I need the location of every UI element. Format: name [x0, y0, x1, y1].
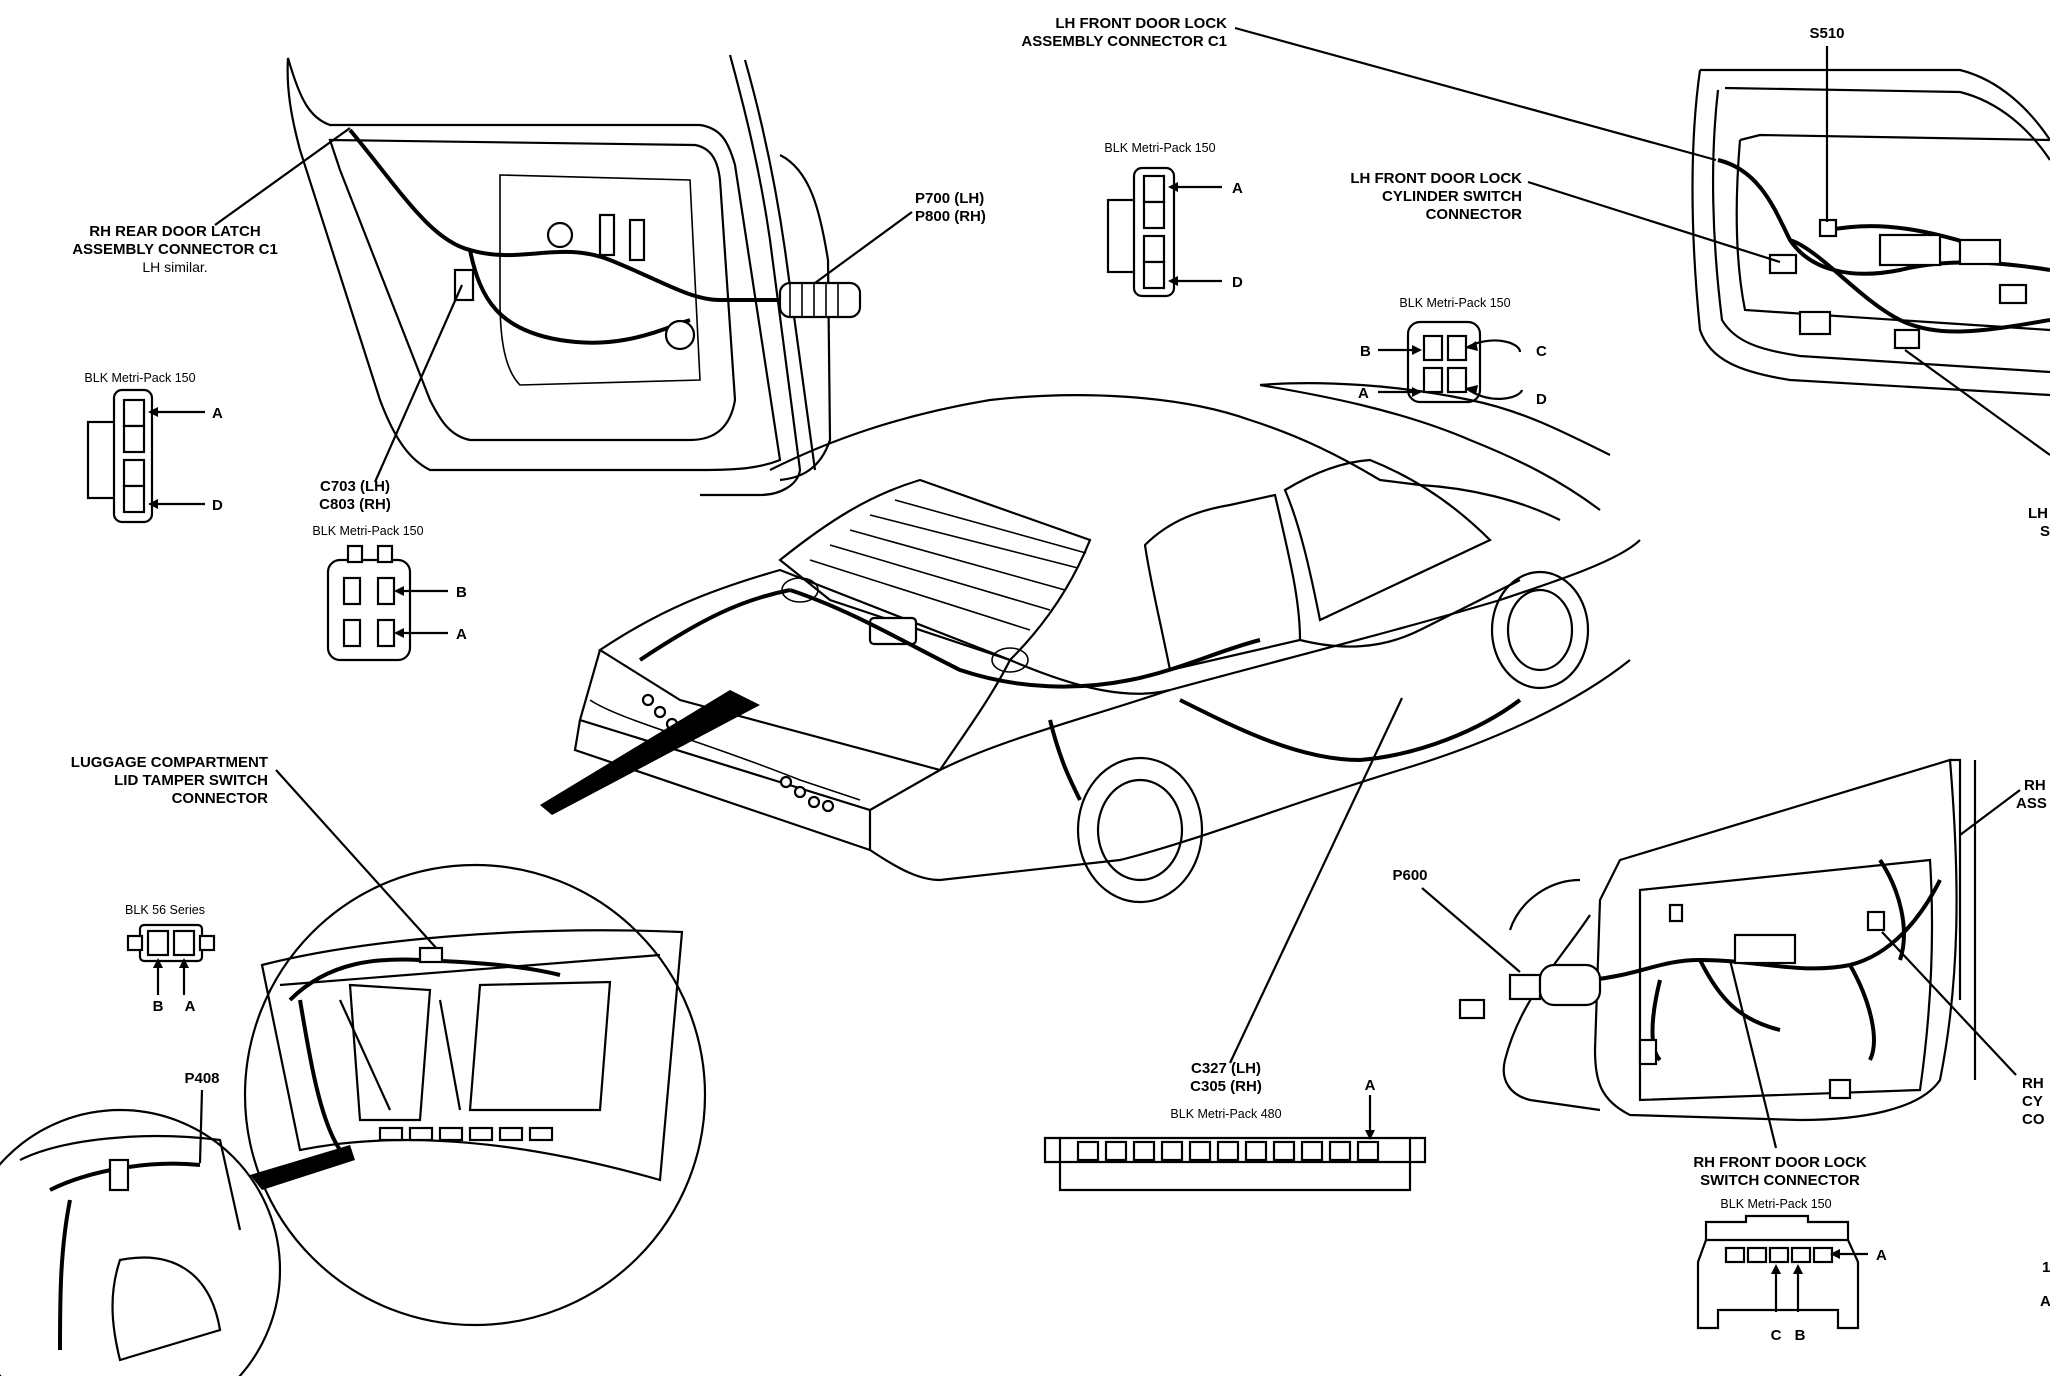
callout-line-2: P800 (RH) [915, 208, 986, 225]
s510-callout: S510 [1809, 25, 1845, 222]
callout-line-1: RH REAR DOOR LATCH [89, 223, 260, 240]
connector-type: BLK Metri-Pack 150 [1720, 1197, 1831, 1211]
callout-line-1: LH [2028, 505, 2048, 522]
connector-type: BLK Metri-Pack 480 [1170, 1107, 1281, 1121]
cut-bottom-right-labels: 1 A [2040, 1259, 2050, 1310]
pin-label: D [1536, 391, 1547, 408]
p600-callout: P600 [1392, 867, 1521, 973]
pin-label: C [1536, 343, 1547, 360]
p408-detail [0, 1108, 355, 1376]
lh-cylinder-callout: LH FRONT DOOR LOCK CYLINDER SWITCH CONNE… [1350, 170, 1781, 264]
lh-front-lock-connector: BLK Metri-Pack 150 A D [1104, 141, 1243, 298]
callout-line-3: CONNECTOR [1426, 206, 1523, 223]
callout-line-3: CO [2022, 1111, 2045, 1128]
callout-line-2: S [2040, 523, 2050, 540]
callout-line-2: C803 (RH) [319, 496, 391, 513]
callout-line-2: ASSEMBLY CONNECTOR C1 [72, 241, 278, 258]
callout-line-1: RH [2024, 777, 2046, 794]
c327-callout: C327 (LH) C305 (RH) BLK Metri-Pack 480 A [1043, 697, 1427, 1192]
pin-label: A [185, 998, 196, 1015]
pin-label: D [212, 497, 223, 514]
callout-line-3: LH similar. [142, 259, 207, 275]
rh-cut-mid-callout: RH CY CO [1881, 931, 2045, 1128]
callout-line-2: ASS [2016, 795, 2047, 812]
connector-type: BLK Metri-Pack 150 [1104, 141, 1215, 155]
trunk-lid-detail [243, 690, 760, 1327]
splice-label: S510 [1809, 25, 1844, 42]
pin-label: A [456, 626, 467, 643]
connector-label: P600 [1392, 867, 1427, 884]
pin-label: A [1876, 1247, 1887, 1264]
pin-label: A [212, 405, 223, 422]
pin-label: B [456, 584, 467, 601]
connector-type: BLK Metri-Pack 150 [1399, 296, 1510, 310]
callout-line-3: CONNECTOR [172, 790, 269, 807]
car-body-illustration [573, 382, 1641, 904]
callout-line-2: CY [2022, 1093, 2043, 1110]
callout-line-2: C305 (RH) [1190, 1078, 1262, 1095]
callout-line-2: ASSEMBLY CONNECTOR C1 [1021, 33, 1227, 50]
front-door-illustration [1691, 68, 2050, 397]
callout-line-2: SWITCH CONNECTOR [1700, 1172, 1860, 1189]
rh-rear-latch-callout: RH REAR DOOR LATCH ASSEMBLY CONNECTOR C1… [72, 127, 351, 275]
luggage-connector: BLK 56 Series B A [125, 903, 216, 1015]
rear-latch-connector: BLK Metri-Pack 150 A D [84, 371, 223, 524]
p408-callout: P408 [184, 1070, 220, 1164]
rh-front-door-illustration [1458, 758, 1977, 1122]
pin-label: C [1771, 1327, 1782, 1344]
connector-label: P408 [184, 1070, 219, 1087]
callout-line-1: LUGGAGE COMPARTMENT [71, 754, 268, 771]
luggage-callout: LUGGAGE COMPARTMENT LID TAMPER SWITCH CO… [71, 754, 439, 951]
rh-front-switch-connector: BLK Metri-Pack 150 A C B [1696, 1197, 1887, 1344]
pin-label: A [1232, 180, 1243, 197]
p700-callout: P700 (LH) P800 (RH) [814, 190, 986, 284]
lh-cylinder-connector: BLK Metri-Pack 150 B C A D [1358, 296, 1547, 408]
edge-label: 1 [2042, 1259, 2050, 1276]
pin-label: B [153, 998, 164, 1015]
callout-line-1: LH FRONT DOOR LOCK [1350, 170, 1522, 187]
callout-line-1: P700 (LH) [915, 190, 984, 207]
lh-cut-callout: LH S [1904, 349, 2050, 540]
connector-type: BLK 56 Series [125, 903, 205, 917]
callout-line-1: RH FRONT DOOR LOCK [1693, 1154, 1866, 1171]
callout-line-1: LH FRONT DOOR LOCK [1055, 15, 1227, 32]
connector-type: BLK Metri-Pack 150 [312, 524, 423, 538]
edge-label: A [2040, 1293, 2050, 1310]
callout-line-1: C327 (LH) [1191, 1060, 1261, 1077]
rear-door-illustration [286, 54, 862, 497]
pin-label: B [1360, 343, 1371, 360]
lh-front-lock-callout: LH FRONT DOOR LOCK ASSEMBLY CONNECTOR C1 [1021, 15, 1717, 162]
pin-label: A [1358, 385, 1369, 402]
c703-callout: C703 (LH) C803 (RH) BLK Metri-Pack 150 B… [312, 284, 467, 662]
pin-label: B [1795, 1327, 1806, 1344]
callout-line-2: CYLINDER SWITCH [1382, 188, 1522, 205]
connector-type: BLK Metri-Pack 150 [84, 371, 195, 385]
callout-line-1: RH [2022, 1075, 2044, 1092]
rh-cut-top-callout: RH ASS [1959, 777, 2047, 836]
pin-label: D [1232, 274, 1243, 291]
rh-front-switch-callout: RH FRONT DOOR LOCK SWITCH CONNECTOR [1693, 959, 1867, 1189]
callout-line-1: C703 (LH) [320, 478, 390, 495]
pin-label: A [1365, 1077, 1376, 1094]
callout-line-2: LID TAMPER SWITCH [114, 772, 268, 789]
